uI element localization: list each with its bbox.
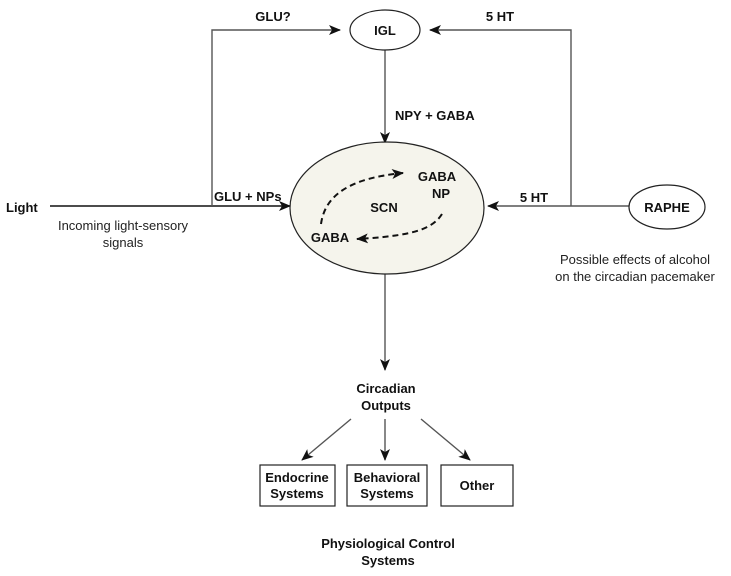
endocrine-box-rect [259, 464, 336, 507]
5ht-to-igl-label: 5 HT [486, 9, 514, 24]
glu-question-label: GLU? [255, 9, 290, 24]
light-annotation-line2: signals [103, 235, 144, 250]
scn-ellipse [289, 141, 485, 275]
behavioral-label-line1: Behavioral [354, 470, 420, 485]
circadian-outputs-line2: Outputs [361, 398, 411, 413]
gaba-np-to-gaba-dashed-arrow [356, 213, 443, 244]
scn-label: SCN [370, 200, 397, 215]
circadian-outputs-line1: Circadian [356, 381, 415, 396]
igl-ellipse [349, 9, 421, 51]
gaba-to-gaba-np-dashed-arrow [320, 169, 404, 225]
physiological-control-line1: Physiological Control [321, 536, 455, 551]
alcohol-annotation-line2: on the circadian pacemaker [555, 269, 715, 284]
behavioral-box-rect [346, 464, 428, 507]
behavioral-label-line2: Systems [360, 486, 413, 501]
raphe-ellipse [628, 184, 706, 230]
light-label: Light [6, 200, 38, 215]
other-box: Other [440, 464, 514, 507]
scn-gaba-bottom-label: GABA [311, 230, 350, 245]
raphe-to-igl-arrow [429, 25, 572, 206]
scn-gaba-top-label: GABA [418, 169, 457, 184]
endocrine-systems-box: Endocrine Systems [259, 464, 336, 507]
endocrine-label-line1: Endocrine [265, 470, 329, 485]
other-label: Other [460, 478, 495, 493]
alcohol-annotation-line1: Possible effects of alcohol [560, 252, 710, 267]
raphe-node: RAPHE [628, 184, 706, 230]
light-to-igl-arrow [211, 25, 341, 206]
scn-node: SCN GABA NP GABA [289, 141, 485, 275]
npy-gaba-label: NPY + GABA [395, 108, 475, 123]
endocrine-label-line2: Systems [270, 486, 323, 501]
outputs-to-other-arrow [420, 418, 471, 461]
5ht-to-scn-label: 5 HT [520, 190, 548, 205]
other-box-rect [440, 464, 514, 507]
glu-nps-label: GLU + NPs [214, 189, 282, 204]
scn-np-label: NP [432, 186, 450, 201]
physiological-control-line2: Systems [361, 553, 414, 568]
raphe-label: RAPHE [644, 200, 690, 215]
igl-node: IGL [349, 9, 421, 51]
igl-label: IGL [374, 23, 396, 38]
behavioral-systems-box: Behavioral Systems [346, 464, 428, 507]
outputs-to-endocrine-arrow [301, 418, 352, 461]
light-annotation-line1: Incoming light-sensory [58, 218, 189, 233]
